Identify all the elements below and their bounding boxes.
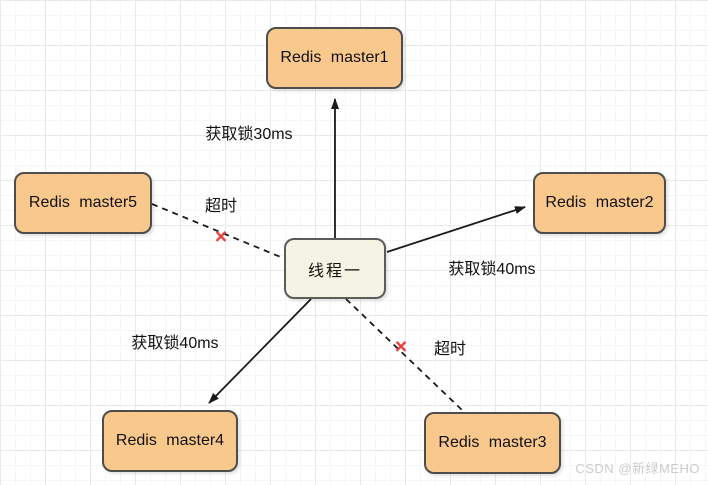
edge-label-lock-40ms-left: 获取锁40ms	[131, 335, 219, 352]
edge-label-timeout-right: 超时	[433, 341, 467, 358]
node-redis-master5: Redis master5	[14, 172, 152, 234]
edge-label-lock-40ms-right: 获取锁40ms	[448, 261, 536, 278]
edge-label-timeout-left: 超时	[204, 198, 238, 215]
node-thread-one: 线程一	[284, 238, 386, 299]
node-redis-master4: Redis master4	[102, 410, 238, 472]
node-redis-master1: Redis master1	[266, 27, 403, 89]
node-redis-master3: Redis master3	[424, 412, 561, 474]
edge-thread-master4	[208, 298, 312, 404]
edge-thread-master2	[386, 206, 526, 253]
edge-thread-master3-dashed	[345, 298, 463, 411]
edge-master5-thread-dashed	[151, 203, 284, 259]
watermark: CSDN @新绿MEHO	[575, 461, 700, 476]
timeout-x-icon-right: ×	[394, 335, 408, 359]
node-redis-master2: Redis master2	[533, 172, 666, 234]
timeout-x-icon-left: ×	[214, 225, 228, 249]
edge-label-lock-30ms: 获取锁30ms	[205, 126, 293, 143]
